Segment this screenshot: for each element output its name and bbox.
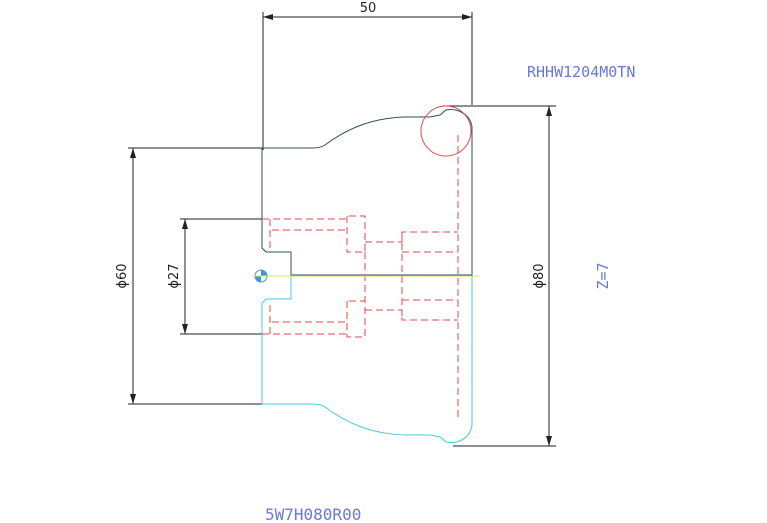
dim-width-label: 50 [360,1,377,16]
upper-profile [261,109,473,276]
arrow [546,436,552,446]
arrow [182,324,188,334]
dim-dia60-label: ϕ60 [115,263,130,288]
hidden-line [365,231,458,243]
arrow [182,219,188,229]
teeth-count-label: Z=7 [594,262,612,289]
arrow [546,106,552,116]
hidden-line [346,215,366,253]
origin-quadrant [255,276,261,282]
upper-outline [261,109,473,276]
lower-profile [261,276,473,443]
dimension-arrows [130,14,552,446]
hidden-lines [262,135,459,418]
arrow [130,148,136,158]
lower-outline [261,276,473,443]
insert-code-label: RHHW1204M0TN [527,63,635,81]
origin-quadrant [261,270,267,276]
dim-dia80-label: ϕ80 [532,263,547,288]
arrow [462,14,472,20]
hidden-line [346,300,366,338]
arrow [130,394,136,404]
insert-circle [420,105,472,157]
hidden-line [365,309,458,321]
origin-marker [253,269,269,283]
part-code-label: 5W7H080R00 [265,505,361,523]
dimension-lines [128,12,556,447]
dim-dia27-label: ϕ27 [167,263,182,288]
arrow [263,14,273,20]
